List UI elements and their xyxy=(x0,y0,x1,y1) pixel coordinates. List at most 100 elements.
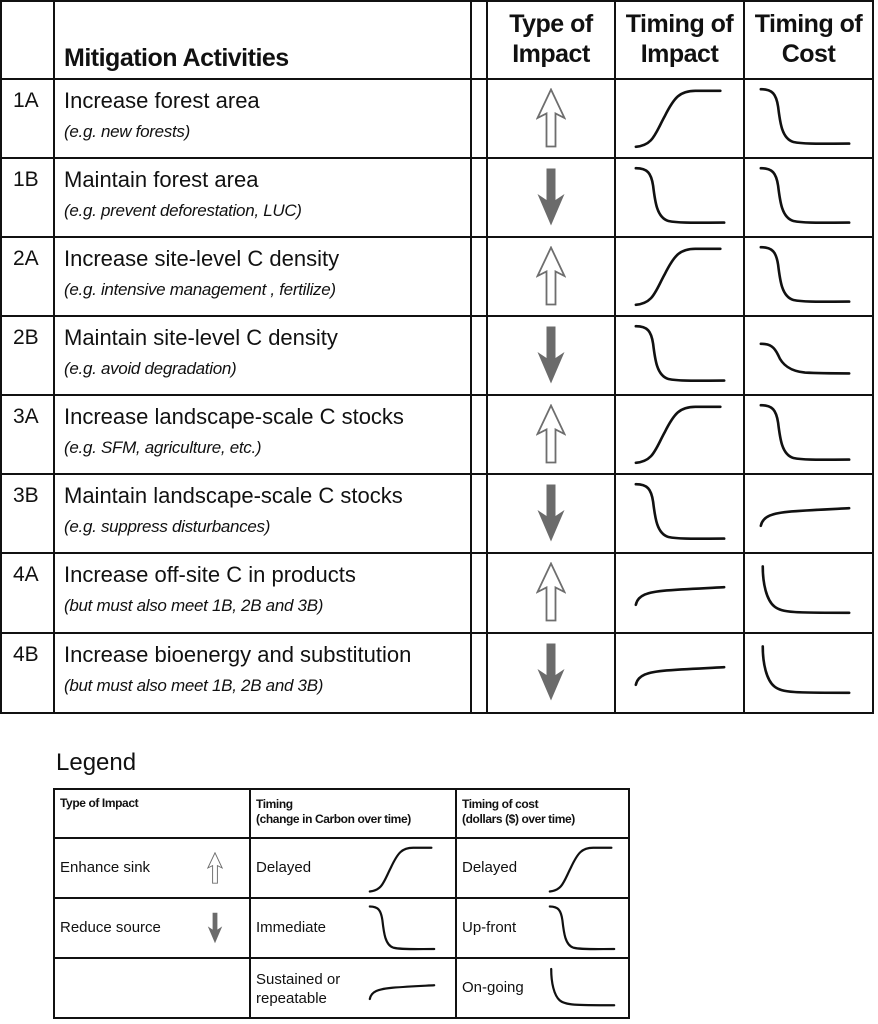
header-timing-of-impact-line: Timing of xyxy=(625,10,734,38)
header-activities-label: Mitigation Activities xyxy=(64,44,289,72)
row-timing-impact-cell xyxy=(616,634,743,712)
activity-title: Increase landscape-scale C stocks xyxy=(64,404,404,429)
legend-timing-label: repeatable xyxy=(256,990,327,1007)
table-column-divider xyxy=(486,0,488,713)
activity-example: (e.g. SFM, agriculture, etc.) xyxy=(64,438,262,457)
legend-timing-cell: Delayed xyxy=(251,839,455,897)
legend-row-divider xyxy=(53,1017,629,1019)
row-id: 3B xyxy=(13,484,39,507)
up-front-curve-icon xyxy=(547,904,617,954)
row-activity-cell: Increase forest area(e.g. new forests) xyxy=(55,80,469,157)
row-id-cell: 3A xyxy=(2,396,53,473)
delayed-curve-icon xyxy=(632,244,728,308)
down-arrow-filled-icon xyxy=(207,912,223,944)
activity-example: (e.g. suppress disturbances) xyxy=(64,517,271,536)
row-timing-impact-cell xyxy=(616,475,743,552)
activity-title: Maintain forest area xyxy=(64,167,259,192)
row-activity-cell: Increase bioenergy and substitution(but … xyxy=(55,634,469,712)
legend-timing-cell: Immediate xyxy=(251,899,455,957)
row-id-cell: 4B xyxy=(2,634,53,712)
row-timing-impact-cell xyxy=(616,159,743,236)
legend-header-timing-line: (change in Carbon over time) xyxy=(256,812,411,826)
delayed-curve-icon xyxy=(632,402,728,466)
row-id: 4A xyxy=(13,563,39,586)
row-id-cell: 3B xyxy=(2,475,53,552)
legend-cost-label: On-going xyxy=(462,979,524,996)
up-arrow-outline-icon xyxy=(536,246,566,306)
activity-example: (e.g. intensive management , fertilize) xyxy=(64,280,336,299)
up-front-curve-icon xyxy=(757,86,853,150)
table-row-divider xyxy=(0,552,874,554)
row-impact-cell xyxy=(488,159,614,236)
table-column-divider xyxy=(614,0,616,713)
table-row-divider xyxy=(0,157,874,159)
up-arrow-outline-icon xyxy=(536,88,566,148)
row-impact-cell xyxy=(488,554,614,632)
legend-impact-cell xyxy=(55,959,249,1017)
on-going-curve-icon xyxy=(757,560,853,624)
row-activity-cell: Increase off-site C in products(but must… xyxy=(55,554,469,632)
legend-title: Legend xyxy=(56,749,137,776)
up-front-curve-icon xyxy=(757,244,853,308)
row-id-cell: 4A xyxy=(2,554,53,632)
legend-header-cost-line: (dollars ($) over time) xyxy=(462,812,575,826)
row-timing-impact-cell xyxy=(616,554,743,632)
header-timing-of-impact-line: Impact xyxy=(640,40,719,68)
row-timing-impact-cell xyxy=(616,238,743,315)
up-front-curve-icon xyxy=(757,165,853,229)
legend-header-cost: Timing of cost(dollars ($) over time) xyxy=(457,790,628,837)
on-going-curve-icon xyxy=(757,640,853,704)
legend-cost-cell: On-going xyxy=(457,959,628,1017)
activity-example: (e.g. prevent deforestation, LUC) xyxy=(64,201,302,220)
header-type-of-impact-line: Type of xyxy=(509,10,593,38)
down-arrow-filled-icon xyxy=(537,326,565,384)
table-column-divider xyxy=(0,0,2,713)
row-id: 1B xyxy=(13,168,39,191)
row-timing-cost-cell xyxy=(745,475,872,552)
header-type-of-impact-line: Impact xyxy=(512,40,590,68)
up-arrow-outline-icon xyxy=(536,404,566,464)
row-timing-impact-cell xyxy=(616,317,743,394)
immediate-curve-icon xyxy=(632,323,728,387)
table-row-divider xyxy=(0,632,874,634)
up-arrow-outline-icon xyxy=(536,562,566,622)
legend-timing-label: Sustained or xyxy=(256,971,341,988)
activity-example: (but must also meet 1B, 2B and 3B) xyxy=(64,596,324,615)
legend-impact-label: Enhance sink xyxy=(60,859,151,876)
legend-header-timing: Timing(change in Carbon over time) xyxy=(251,790,455,837)
legend-timing-cell: Sustained or repeatable xyxy=(251,959,455,1017)
row-timing-cost-cell xyxy=(745,554,872,632)
row-id-cell: 2A xyxy=(2,238,53,315)
table-row-divider xyxy=(0,315,874,317)
legend-impact-label: Reduce source xyxy=(60,919,161,936)
row-timing-cost-cell xyxy=(745,317,872,394)
row-timing-impact-cell xyxy=(616,396,743,473)
legend-impact-cell: Reduce source xyxy=(55,899,249,957)
row-impact-cell xyxy=(488,80,614,157)
activity-title: Maintain site-level C density xyxy=(64,325,338,350)
row-timing-cost-cell xyxy=(745,238,872,315)
legend-header-cost-line: Timing of cost xyxy=(462,797,539,811)
legend-impact-cell: Enhance sink xyxy=(55,839,249,897)
row-id: 2A xyxy=(13,247,39,270)
row-activity-cell: Maintain site-level C density(e.g. avoid… xyxy=(55,317,469,394)
row-id: 1A xyxy=(13,89,39,112)
down-arrow-filled-icon xyxy=(537,484,565,542)
down-arrow-filled-icon xyxy=(537,643,565,701)
legend-header-timing-line: Timing xyxy=(256,797,293,811)
legend-header-impact: Type of Impact xyxy=(55,790,249,837)
up-arrow-outline-icon xyxy=(207,852,223,884)
row-impact-cell xyxy=(488,238,614,315)
legend-row-divider xyxy=(53,788,629,790)
legend-cost-cell: Up-front xyxy=(457,899,628,957)
table-row-divider xyxy=(0,473,874,475)
row-id: 4B xyxy=(13,643,39,666)
row-timing-impact-cell xyxy=(616,80,743,157)
row-activity-cell: Maintain landscape-scale C stocks(e.g. s… xyxy=(55,475,469,552)
header-timing-of-cost-line: Cost xyxy=(781,40,836,68)
legend-cost-cell: Delayed xyxy=(457,839,628,897)
sustained-curve-icon xyxy=(367,964,437,1014)
